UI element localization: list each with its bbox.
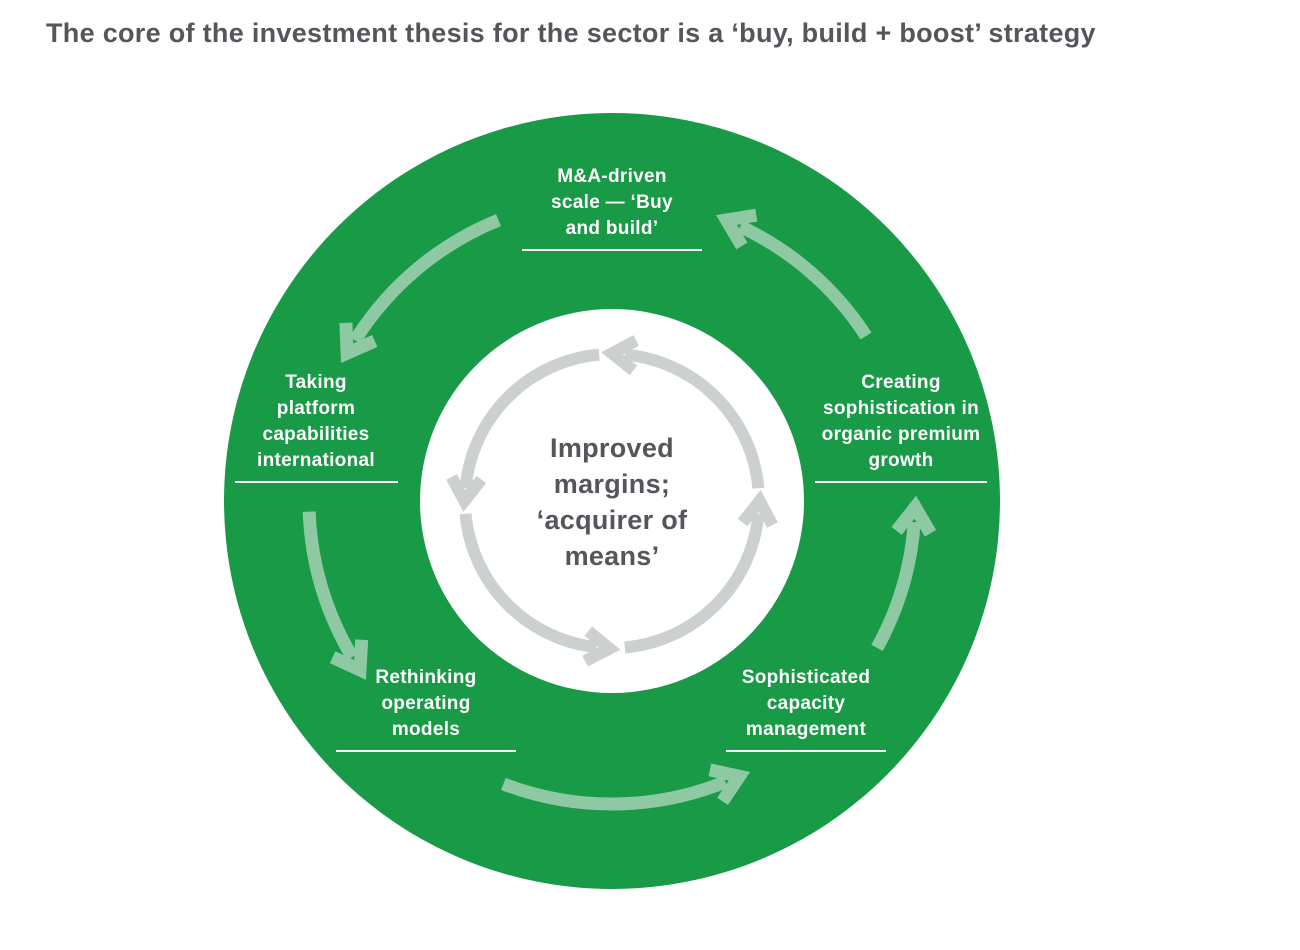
inner-circle <box>420 309 804 693</box>
stage-label-line: platform <box>276 398 356 419</box>
outer-arrow-left-to-bottom-left-head <box>329 639 369 680</box>
inner-cycle-arrow-left <box>446 348 600 513</box>
stage-label-line: scale — ‘Buy <box>551 192 673 213</box>
inner-cycle-arrow-right-head <box>737 489 778 528</box>
stage-label-line: M&A-driven <box>557 166 667 187</box>
outer-arrow-bottom-left-to-bottom-right <box>501 763 751 811</box>
center-label-improved-margins: Improved margins; ‘acquirer of means’ <box>472 430 752 574</box>
stage-label-line: management <box>745 719 867 740</box>
stage-label-taking-platform: Taking platform capabilities internation… <box>196 370 436 483</box>
stage-label-line: organic premium <box>821 424 981 445</box>
outer-arrow-bottom-right-to-right <box>871 495 937 652</box>
outer-arrow-left-to-bottom-left <box>302 511 369 680</box>
stage-label-line: capabilities <box>262 424 370 445</box>
stage-label-line: models <box>391 719 461 740</box>
outer-arrow-right-to-top-head <box>716 208 758 250</box>
stage-label-line: sophistication in <box>822 398 980 419</box>
center-label-line: ‘acquirer of <box>536 505 688 535</box>
center-label-line: Improved <box>550 433 674 463</box>
stage-underline <box>726 750 886 752</box>
stage-underline <box>522 249 702 251</box>
inner-cycle-arrow-right <box>624 489 778 654</box>
stage-label-rethinking-operating: Rethinking operating models <box>306 665 546 752</box>
center-label-line: margins; <box>553 469 671 499</box>
stage-label-line: operating <box>381 693 471 714</box>
inner-cycle-arrow-bottom <box>459 513 621 667</box>
stage-underline <box>815 481 987 483</box>
stage-label-line: capacity <box>766 693 846 714</box>
outer-arrow-top-to-left <box>339 214 501 363</box>
stage-label-line: and build’ <box>565 218 659 239</box>
stage-label-ma-driven-scale: M&A-driven scale — ‘Buy and build’ <box>492 164 732 251</box>
stage-label-sophisticated-capacity: Sophisticated capacity management <box>686 665 926 752</box>
stage-label-line: international <box>257 450 375 471</box>
outer-arrow-bottom-left-to-bottom-right-head <box>708 763 751 806</box>
stage-label-line: growth <box>868 450 934 471</box>
stage-underline <box>336 750 516 752</box>
stage-label-line: Rethinking <box>375 667 477 688</box>
stage-label-line: Creating <box>861 372 941 393</box>
outer-arrow-bottom-right-to-right-head <box>891 495 937 537</box>
inner-cycle-arrow-bottom-head <box>582 626 621 667</box>
center-label-line: means’ <box>564 541 660 571</box>
outer-arrow-right-to-top <box>716 208 872 340</box>
inner-cycle-arrow-top-head <box>600 335 639 376</box>
stage-underline <box>234 481 398 483</box>
stage-label-line: Taking <box>285 372 347 393</box>
stage-label-line: Sophisticated <box>741 667 871 688</box>
outer-arrow-top-to-left-head <box>339 322 378 363</box>
inner-cycle-arrow-top <box>600 335 765 489</box>
inner-cycle-arrow-left-head <box>446 474 487 513</box>
page-title: The core of the investment thesis for th… <box>46 18 1096 48</box>
stage-label-creating-sophistication: Creating sophistication in organic premi… <box>781 370 1021 483</box>
